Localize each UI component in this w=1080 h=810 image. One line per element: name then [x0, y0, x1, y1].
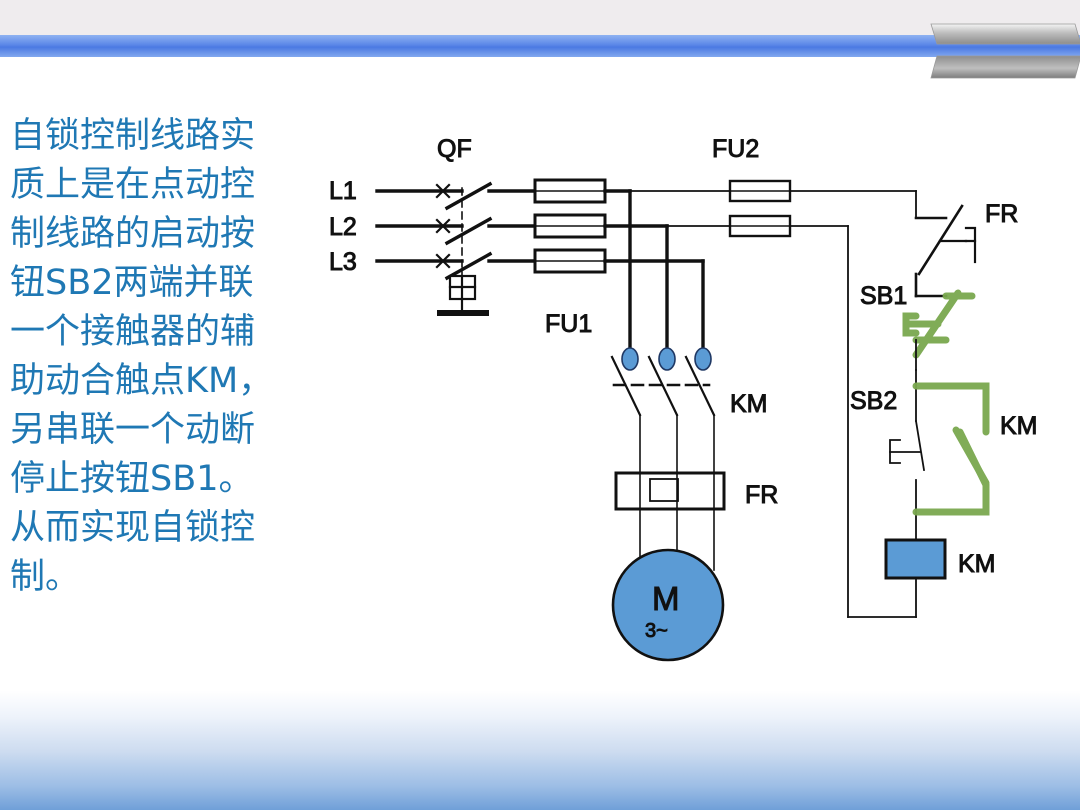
label-sb1: SB1 — [860, 282, 907, 310]
qf-earth-symbol — [448, 274, 477, 314]
component-motor[interactable] — [611, 548, 725, 662]
caption-line: 制。 — [10, 557, 81, 597]
footer-gradient — [0, 680, 1080, 810]
label-sb2: SB2 — [850, 387, 897, 415]
label-qf: QF — [437, 135, 472, 163]
phase-label-l2: L2 — [329, 213, 357, 241]
label-fr-element: FR — [745, 481, 778, 509]
component-km-coil[interactable] — [884, 538, 947, 580]
motor-label: M — [652, 580, 680, 617]
ribbon-decoration-icon — [930, 23, 1080, 79]
label-km-main: KM — [730, 390, 768, 418]
caption-line: 另串联一个动断 — [10, 410, 256, 450]
main-circuit-bus — [603, 189, 705, 354]
control-loop-wiring — [789, 190, 917, 618]
label-km-coil: KM — [958, 550, 996, 578]
component-sb1-stop-button[interactable] — [902, 289, 976, 371]
label-km-hold: KM — [1000, 412, 1038, 440]
caption-line: 质上是在点动控 — [10, 165, 256, 205]
caption-line: 制线路的启动按 — [10, 214, 256, 254]
caption-text: 自锁控制线路实 质上是在点动控 制线路的启动按 钮SB2两端并联 一个接触器的辅… — [10, 112, 330, 602]
label-fu1: FU1 — [545, 310, 592, 338]
component-sb2-start-button[interactable] — [889, 369, 926, 541]
caption-line: 停止按钮SB1。 — [10, 459, 254, 499]
component-km-holding-contact[interactable] — [912, 382, 990, 516]
km-contact-terminals — [621, 347, 712, 371]
label-fu2: FU2 — [712, 135, 759, 163]
label-fr-contact: FR — [985, 200, 1018, 228]
caption-line: 钮SB2两端并联 — [10, 263, 254, 303]
header-blue-bar — [0, 35, 1080, 57]
motor-sublabel: 3~ — [645, 620, 668, 642]
incoming-supply-lines — [375, 189, 464, 263]
component-fr-nc-contact[interactable] — [914, 204, 964, 298]
fr-thermal-element-icon — [938, 226, 977, 264]
header-grey-strip — [0, 0, 1080, 35]
caption-line: 自锁控制线路实 — [10, 116, 256, 156]
terminal-cross-marks — [435, 183, 451, 269]
component-fr-thermal-element[interactable] — [614, 471, 726, 511]
caption-line: 一个接触器的辅 — [10, 312, 256, 352]
phase-label-l3: L3 — [329, 248, 357, 276]
component-fu2-fuses[interactable] — [728, 179, 792, 238]
component-km-main-contacts[interactable] — [610, 355, 716, 478]
phase-label-l1: L1 — [329, 177, 357, 205]
component-fu1-fuses[interactable] — [533, 178, 607, 274]
caption-line: 助动合触点KM， — [10, 361, 274, 401]
caption-line: 从而实现自锁控 — [10, 508, 256, 548]
component-qf-breaker[interactable] — [444, 181, 537, 281]
control-circuit-tap — [629, 190, 731, 227]
